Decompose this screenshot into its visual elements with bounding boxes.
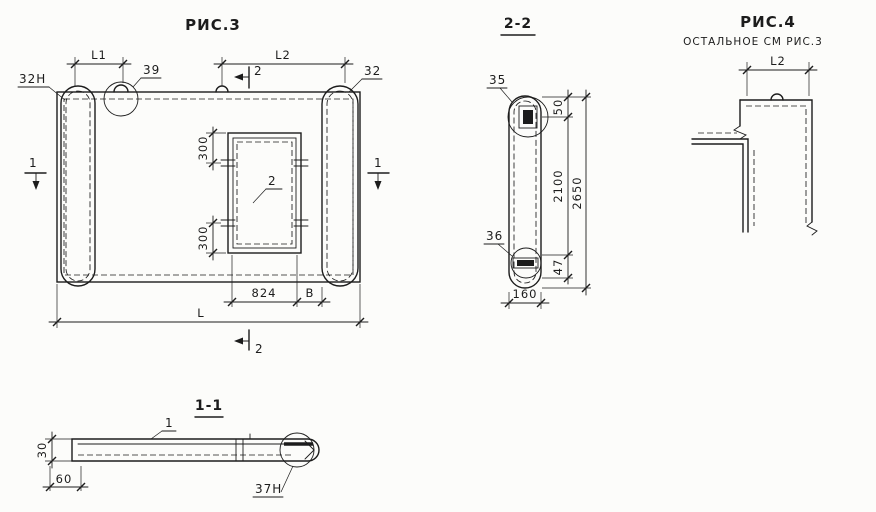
fig4: РИС.4 ОСТАЛЬНОЕ СМ РИС.3 L2: [683, 13, 823, 236]
fig3-label-39: 39: [132, 63, 162, 88]
fig3-dim-l: L: [48, 284, 369, 328]
sec22-member: [508, 95, 542, 289]
door-item-number: 2: [268, 174, 277, 188]
sec22-dim-160: 160: [500, 287, 550, 309]
sec11-label-1: 1: [150, 416, 177, 440]
dim-l2-value: L2: [275, 48, 291, 62]
fig3-title: РИС.3: [185, 16, 241, 34]
fig3-lifting-loop-mid: [215, 85, 229, 93]
mark-1: 1: [165, 416, 174, 430]
dim-824-value: 824: [252, 286, 277, 300]
mark-35: 35: [489, 73, 506, 87]
section-2-2: 2-2 35 36: [483, 16, 591, 309]
sec11-dim-30: 30: [35, 431, 72, 469]
fig4-title: РИС.4: [740, 13, 796, 31]
dim-160-value: 160: [513, 287, 538, 301]
dim-2650-value: 2650: [570, 176, 584, 209]
fig3-label-32n: 32Н: [17, 72, 66, 101]
dim-50-value: 50: [551, 99, 565, 116]
dim-300-bottom-value: 300: [196, 226, 210, 251]
fig4-corner-drawing: [691, 93, 818, 236]
sec11-label-37n: 37Н: [252, 465, 294, 498]
fig3-dim-300-bottom: 300: [196, 215, 226, 261]
detail-circle-36: [510, 247, 542, 279]
fig3-dim-l1: L1: [66, 48, 132, 86]
detail-circle-39: [103, 81, 139, 117]
dim-l1-value: L1: [91, 48, 107, 62]
mark-39: 39: [143, 63, 160, 77]
fig3-door-opening: [220, 132, 309, 254]
fig3-section-marker-2-bottom: 2: [234, 329, 264, 356]
fig3-panel-outline: [56, 91, 361, 283]
section-1-1: 1-1 1 37Н: [35, 398, 320, 498]
fig3-left-edge-strip: [60, 85, 96, 287]
sec22-label-35: 35: [486, 73, 513, 103]
fig4-subtitle: ОСТАЛЬНОЕ СМ РИС.3: [683, 36, 823, 48]
section-2-top-label: 2: [254, 64, 263, 78]
fig3-lifting-loop-left: [113, 84, 129, 93]
dim-b-value: В: [306, 286, 315, 300]
sec22-dims-right: 50 2100 47 2650: [542, 89, 591, 296]
fig3-dim-300-top: 300: [196, 126, 226, 171]
fig3-section-marker-2-top: 2: [234, 64, 263, 89]
dim-60-value: 60: [56, 472, 73, 486]
section-2-2-title: 2-2: [504, 16, 532, 32]
fig3: РИС.3: [17, 16, 390, 356]
fig3-section-marker-1-right: 1: [367, 156, 390, 190]
fig3-right-edge-strip: [321, 85, 359, 287]
sec11-dim-60: 60: [42, 466, 89, 492]
detail-circle-37n: [279, 432, 315, 468]
dim-2100-value: 2100: [551, 169, 565, 202]
fig3-label-32: 32: [348, 64, 383, 93]
dim-47-value: 47: [551, 259, 565, 276]
sec22-label-36: 36: [483, 229, 513, 257]
dim-300-top-value: 300: [196, 136, 210, 161]
fig3-door-item-label: 2: [252, 174, 283, 204]
fig4-dim-l2-value: L2: [770, 54, 786, 68]
dim-30-value: 30: [35, 442, 49, 459]
section-1-left-label: 1: [29, 156, 38, 170]
section-1-right-label: 1: [374, 156, 383, 170]
section-2-bottom-label: 2: [255, 342, 264, 356]
mark-32: 32: [364, 64, 381, 78]
mark-37n: 37Н: [255, 482, 282, 496]
mark-32n: 32Н: [19, 72, 46, 86]
fig3-section-marker-1-left: 1: [24, 156, 47, 190]
fig3-dim-824-b: 824 В: [223, 255, 331, 307]
section-1-1-title: 1-1: [195, 398, 223, 414]
fig4-dim-l2: L2: [738, 54, 818, 96]
fig3-dim-l2: L2: [213, 48, 354, 86]
mark-36: 36: [486, 229, 503, 243]
dim-l-value: L: [197, 306, 204, 320]
